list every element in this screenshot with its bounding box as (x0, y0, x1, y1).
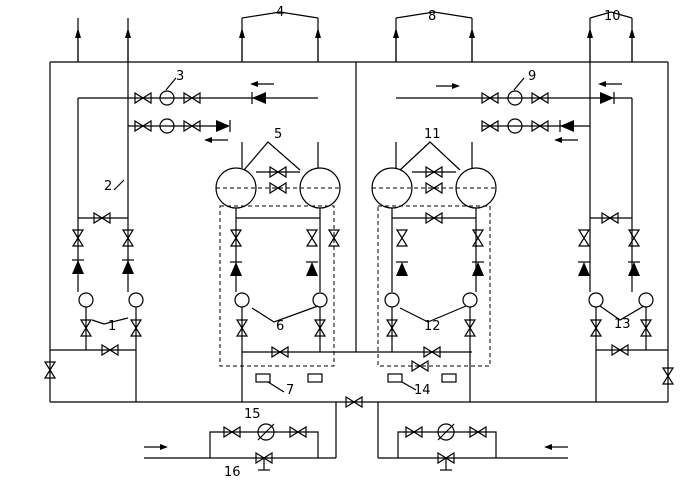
label-16: 16 (224, 465, 241, 480)
labels: 1 2 3 4 5 6 7 8 9 10 11 12 13 14 15 16 (104, 5, 631, 480)
label-6: 6 (276, 319, 284, 334)
header-valve-group-3 (134, 90, 267, 134)
right-pump-branch (577, 62, 674, 402)
vessel-group-5 (215, 142, 472, 402)
label-5: 5 (274, 127, 282, 142)
label-15: 15 (244, 407, 261, 422)
label-14: 14 (414, 383, 431, 398)
label-11: 11 (424, 127, 441, 142)
leader-lines (91, 77, 645, 393)
label-4: 4 (276, 5, 284, 20)
main-frame (49, 11, 669, 403)
vessel-group-11 (371, 142, 497, 402)
header-valve-group-9 (481, 90, 615, 134)
bottom-lines (144, 396, 568, 471)
label-1: 1 (108, 319, 116, 334)
flow-arrows (144, 81, 622, 450)
label-9: 9 (528, 69, 536, 84)
left-pump-branch (44, 62, 144, 402)
label-2: 2 (104, 179, 112, 194)
label-7: 7 (286, 383, 294, 398)
label-10: 10 (604, 9, 621, 24)
label-3: 3 (176, 69, 184, 84)
label-8: 8 (428, 9, 436, 24)
outlet-arrows (75, 28, 635, 62)
label-12: 12 (424, 319, 441, 334)
label-13: 13 (614, 317, 631, 332)
